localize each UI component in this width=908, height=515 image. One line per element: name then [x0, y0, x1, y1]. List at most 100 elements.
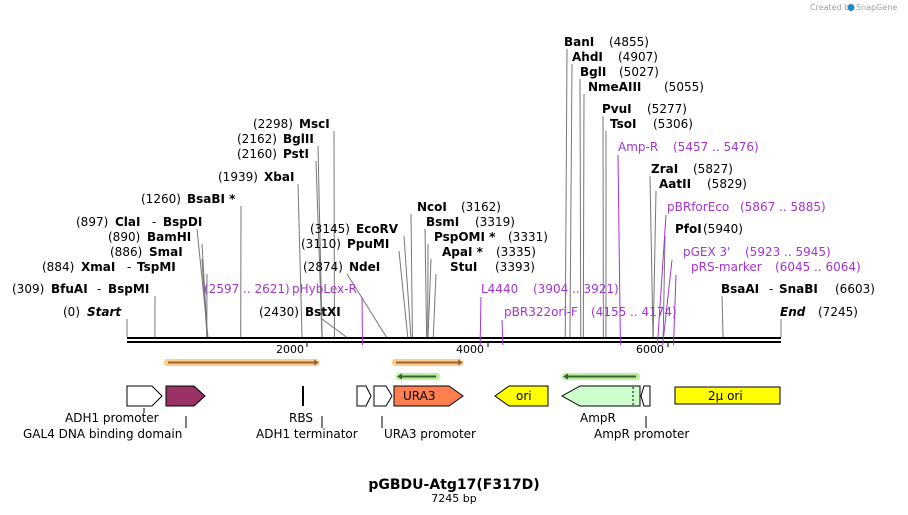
enzyme-nmeaiii: NmeAIII — [588, 80, 641, 94]
enzyme-bgli-pos: (5027) — [619, 65, 659, 79]
enzyme-zrai-pos: (5827) — [693, 162, 733, 176]
enzyme-nmeaiii-pos: (5055) — [664, 80, 704, 94]
enzyme-xmai-pos: (884) — [42, 260, 74, 274]
enzyme-ppumi-pos: (3110) — [301, 237, 341, 251]
marker-line-apai — [427, 258, 432, 338]
enzyme-tspmi: TspMI — [137, 260, 176, 274]
enzyme-stui: StuI — [450, 260, 477, 274]
ruler-tick-6000: 6000 — [636, 343, 664, 356]
enzyme-ecorv: EcoRV — [356, 222, 399, 236]
enzyme-ppumi: PpuMI — [347, 237, 389, 251]
enzyme-start-pos: (0) — [63, 305, 80, 319]
enzyme-bsmi-pos: (3319) — [475, 215, 515, 229]
enzyme-smai-pos: (886) — [110, 245, 142, 259]
enzyme-ncoi: NcoI — [417, 200, 447, 214]
backbone — [127, 337, 781, 343]
enzyme-end-pos: (7245) — [818, 305, 858, 319]
enzyme-bsabi: BsaBI * — [187, 192, 236, 206]
enzyme-pspomi: PspOMI * — [434, 230, 496, 244]
marker-line-stui — [432, 273, 437, 338]
enzyme-xbai-pos: (1939) — [218, 170, 258, 184]
marker-line-ndei — [346, 273, 387, 338]
orf-bar-gal4 — [164, 359, 319, 366]
feature-ori — [494, 385, 549, 407]
enzyme-xbai: XbaI — [264, 170, 294, 184]
enzyme-bspdi: BspDI — [163, 215, 202, 229]
marker-line-bsaai — [721, 295, 724, 338]
enzyme-ncoi-pos: (3162) — [461, 200, 501, 214]
enzyme-tsoi: TsoI — [610, 117, 636, 131]
enzyme-ndei-pos: (2874) — [303, 260, 343, 274]
primer-prsmarker: pRS-marker — [691, 260, 762, 274]
enzyme-bfuai: BfuAI — [51, 282, 88, 296]
label-rbs: RBS — [289, 411, 313, 425]
enzyme-clai: ClaI — [115, 215, 140, 229]
label-ampr: AmpR — [580, 411, 616, 425]
marker-line-bgli — [579, 78, 582, 338]
feature-ura3-promoter — [373, 385, 393, 407]
label-adh1-promoter: ADH1 promoter — [65, 411, 159, 425]
enzyme-bfuai-sep: - — [97, 282, 101, 296]
feature-adh1-promoter — [126, 385, 163, 407]
primer-pgex3: pGEX 3' — [683, 245, 730, 259]
ruler-tick-2000: 2000 — [276, 343, 304, 356]
enzyme-bspmi: BspMI — [108, 282, 149, 296]
feature-gal4-dbd — [165, 385, 206, 407]
enzyme-zrai: ZraI — [651, 162, 678, 176]
feature-leaders — [143, 408, 647, 428]
feature-2mu-ori-label: 2μ ori — [708, 389, 743, 403]
primer-pbrforeco-range: (5867 .. 5885) — [740, 200, 826, 214]
enzyme-bstxi: BstXI — [305, 305, 341, 319]
label-gal4-dbd: GAL4 DNA binding domain — [23, 427, 182, 441]
primer-line-pbr322 — [501, 319, 504, 346]
marker-line-nmeaiii — [582, 93, 585, 338]
plasmid-title: pGBDU-Atg17(F317D) — [368, 477, 539, 493]
primer-line-pbrforeco — [656, 214, 667, 346]
orf-indicators — [164, 359, 640, 380]
label-ampr-promoter: AmpR promoter — [594, 427, 689, 441]
enzyme-bstxi-pos: (2430) — [259, 305, 299, 319]
enzyme-stui-pos: (3393) — [495, 260, 535, 274]
marker-line-xbai — [297, 183, 303, 338]
features: URA3 ori 2μ ori — [126, 385, 781, 407]
enzyme-clai-sep: - — [152, 215, 156, 229]
primer-pgex3-range: (5923 .. 5945) — [745, 245, 831, 259]
enzyme-ahdi-pos: (4907) — [618, 50, 658, 64]
enzyme-pfoi: PfoI — [675, 222, 702, 236]
orf-bar-ampr — [562, 373, 640, 380]
enzyme-snabi: SnaBI — [779, 282, 818, 296]
marker-line-bglii — [317, 145, 323, 338]
feature-ori-label: ori — [516, 389, 532, 403]
enzyme-bsaai-pos: (6603) — [835, 282, 875, 296]
enzyme-clai-pos: (897) — [76, 215, 108, 229]
primer-phyblex-range: (2597 .. 2621) — [204, 282, 290, 296]
enzyme-pvui: PvuI — [602, 102, 632, 116]
ruler-tick-4000: 4000 — [456, 343, 484, 356]
enzyme-start: Start — [87, 305, 122, 319]
enzyme-apai: ApaI * — [442, 245, 484, 259]
feature-labels: ADH1 promoter GAL4 DNA binding domain RB… — [23, 411, 689, 441]
marker-line-ncoi — [410, 213, 413, 338]
plasmid-length: 7245 bp — [431, 492, 476, 505]
enzyme-pspomi-pos: (3331) — [508, 230, 548, 244]
primer-l4440: L4440 — [481, 282, 518, 296]
enzyme-xmai: XmaI — [81, 260, 115, 274]
primer-pbr322-range: (4155 .. 4174) — [591, 305, 677, 319]
feature-ampr — [560, 385, 641, 407]
enzyme-msci: MscI — [299, 117, 330, 131]
enzyme-bamhi-pos: (890) — [108, 230, 140, 244]
label-adh1-terminator: ADH1 terminator — [256, 427, 358, 441]
enzyme-bani: BanI — [564, 35, 594, 49]
feature-2mu-ori — [674, 386, 781, 405]
primer-phyblex: pHybLex-R — [292, 282, 357, 296]
enzyme-pvui-pos: (5277) — [647, 102, 687, 116]
enzyme-ahdi: AhdI — [572, 50, 603, 64]
enzyme-bgli: BglI — [580, 65, 606, 79]
marker-line-bstxi — [321, 318, 347, 338]
primer-pbrforeco: pBRforEco — [667, 200, 729, 214]
primer-l4440-range: (3904 .. 3921) — [533, 282, 619, 296]
primer-labels: (2597 .. 2621) pHybLex-R L4440 (3904 .. … — [204, 140, 861, 319]
enzyme-bfuai-pos: (309) — [12, 282, 44, 296]
